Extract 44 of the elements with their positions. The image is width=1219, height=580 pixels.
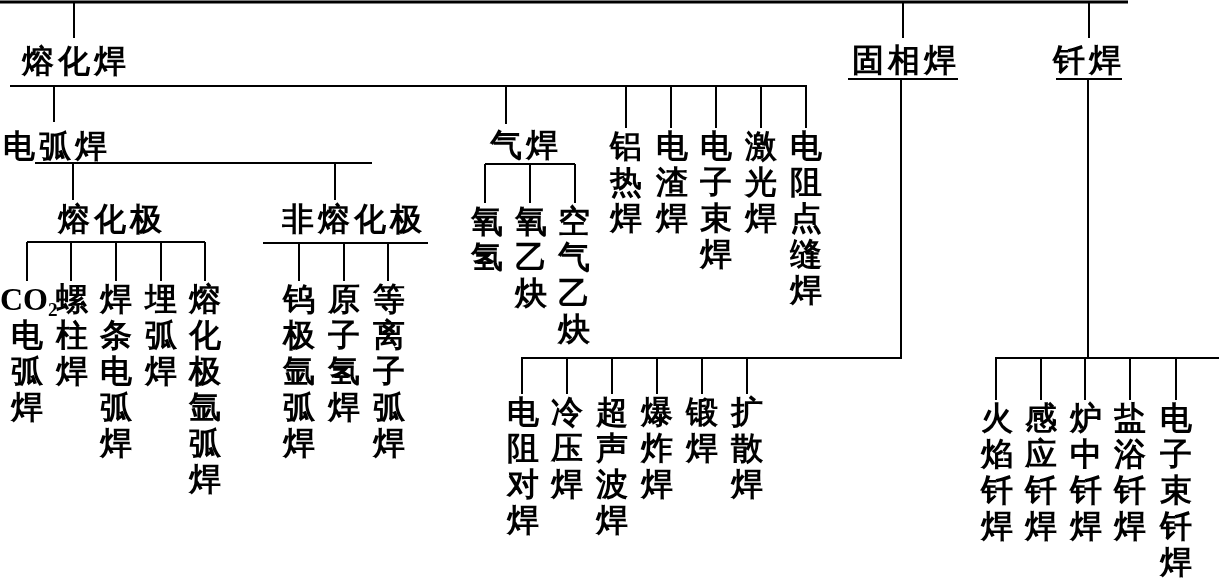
method-label: 火焰钎焊 [979, 400, 1015, 544]
method-label: 钨极氩弧焊 [281, 281, 317, 461]
tree-connector [1088, 1, 1090, 39]
tree-connector [160, 241, 162, 282]
method-label: 等离子弧焊 [371, 281, 407, 461]
tree-connector [72, 162, 74, 201]
method-label: 埋弧焊 [143, 281, 179, 389]
tree-connector [26, 241, 28, 282]
method-label: 焊条电弧焊 [98, 281, 134, 461]
method-label: 空气乙炔 [556, 203, 592, 347]
method-label: 超声波焊 [594, 394, 630, 538]
method-label: 电子束钎焊 [1158, 400, 1194, 580]
method-label: 激光焊 [743, 128, 779, 236]
method-label: 铝热焊 [608, 128, 644, 236]
tree-connector [574, 163, 576, 204]
tree-connector [387, 242, 389, 282]
tree-connector [70, 241, 72, 282]
tree-connector [529, 163, 531, 204]
tree-connector [73, 1, 75, 39]
tree-connector [111, 162, 373, 201]
tree-connector [902, 1, 904, 39]
method-label: 炉中钎焊 [1068, 400, 1104, 544]
method-label: 扩散焊 [729, 394, 765, 502]
method-label: 感应钎焊 [1023, 400, 1059, 544]
tree-connector [343, 242, 345, 282]
method-label: 电阻点缝焊 [788, 128, 824, 308]
method-label: 氧乙炔 [513, 203, 549, 311]
tree-connector [484, 163, 486, 204]
method-label: 电阻对焊 [505, 394, 541, 538]
method-label: 盐浴钎焊 [1112, 400, 1148, 544]
method-label: 电子束焊 [698, 128, 734, 272]
tree-connector [204, 241, 206, 282]
category-heading: 熔化极 [27, 200, 205, 243]
tree-connector [298, 242, 300, 282]
method-label: 原子氢焊 [326, 281, 362, 425]
method-label: 爆炸焊 [639, 394, 675, 502]
method-label: 氧氢 [469, 203, 505, 275]
tree-connector [115, 241, 117, 282]
tree-connector [53, 85, 55, 123]
method-label: 电渣焊 [654, 128, 690, 236]
method-label: 熔化极氩弧焊 [187, 281, 223, 497]
method-label: 锻焊 [684, 394, 720, 466]
category-heading: 非熔化极 [263, 200, 428, 244]
method-label: 冷压焊 [549, 394, 585, 502]
